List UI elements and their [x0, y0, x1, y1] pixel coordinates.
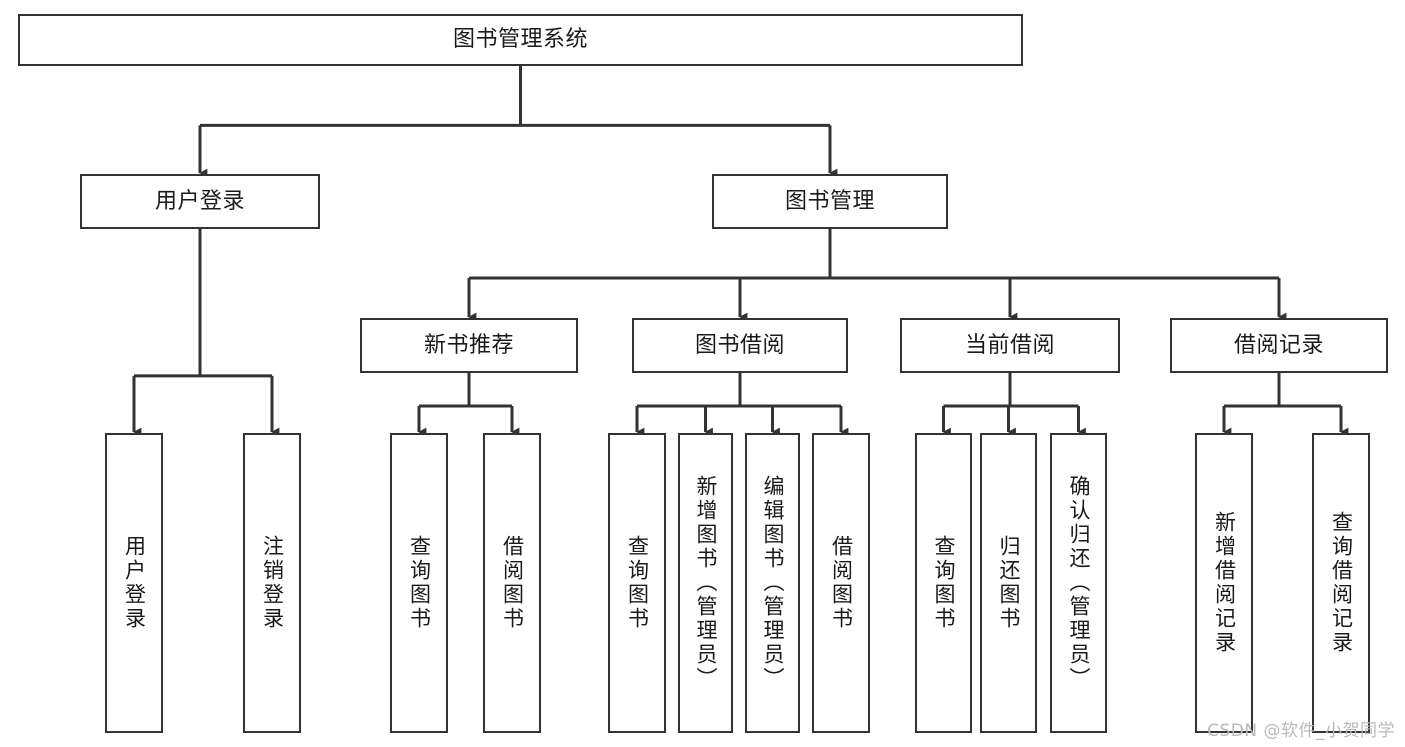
csdn-watermark: CSDN @软件_小贺同学 [1207, 721, 1395, 741]
node-new-book-rec: 新书推荐 [360, 318, 578, 373]
node-leaf-confirm-return: 确认归还（管理员） [1050, 433, 1107, 733]
node-leaf-borrow-book-2: 借阅图书 [812, 433, 870, 733]
node-label: 用户登录 [154, 188, 245, 214]
node-label: 用户登录 [122, 535, 147, 631]
node-leaf-user-logout: 注销登录 [243, 433, 301, 733]
node-label: 图书借阅 [694, 332, 785, 358]
node-book-manage: 图书管理 [712, 174, 948, 229]
node-leaf-query-book-3: 查询图书 [915, 433, 972, 733]
node-leaf-query-book-1: 查询图书 [390, 433, 448, 733]
node-leaf-query-book-2: 查询图书 [608, 433, 666, 733]
node-leaf-edit-book: 编辑图书（管理员） [745, 433, 800, 733]
node-borrow-record: 借阅记录 [1170, 318, 1388, 373]
node-label: 新增借阅记录 [1212, 511, 1237, 655]
node-label: 图书管理 [784, 188, 875, 214]
node-label: 新增图书（管理员） [694, 475, 718, 691]
node-leaf-add-book: 新增图书（管理员） [678, 433, 733, 733]
node-leaf-user-login: 用户登录 [105, 433, 163, 733]
node-label: 借阅图书 [500, 535, 525, 631]
node-label: 编辑图书（管理员） [761, 475, 785, 691]
node-label: 借阅图书 [829, 535, 854, 631]
node-label: 新书推荐 [423, 332, 514, 358]
node-leaf-borrow-book-1: 借阅图书 [483, 433, 541, 733]
node-label: 图书管理系统 [452, 27, 588, 53]
node-label: 查询图书 [407, 535, 432, 631]
node-current-borrow: 当前借阅 [900, 318, 1120, 373]
node-leaf-return-book: 归还图书 [980, 433, 1037, 733]
node-leaf-query-record: 查询借阅记录 [1312, 433, 1370, 733]
node-label: 查询借阅记录 [1329, 511, 1354, 655]
node-label: 查询图书 [625, 535, 650, 631]
node-root: 图书管理系统 [18, 14, 1023, 66]
node-label: 查询图书 [932, 535, 956, 631]
node-label: 注销登录 [260, 535, 285, 631]
node-book-borrow: 图书借阅 [632, 318, 848, 373]
node-label: 归还图书 [997, 535, 1021, 631]
node-label: 确认归还（管理员） [1067, 475, 1091, 691]
node-label: 借阅记录 [1233, 332, 1324, 358]
node-leaf-add-record: 新增借阅记录 [1195, 433, 1253, 733]
node-label: 当前借阅 [964, 332, 1055, 358]
node-user-login: 用户登录 [80, 174, 320, 229]
